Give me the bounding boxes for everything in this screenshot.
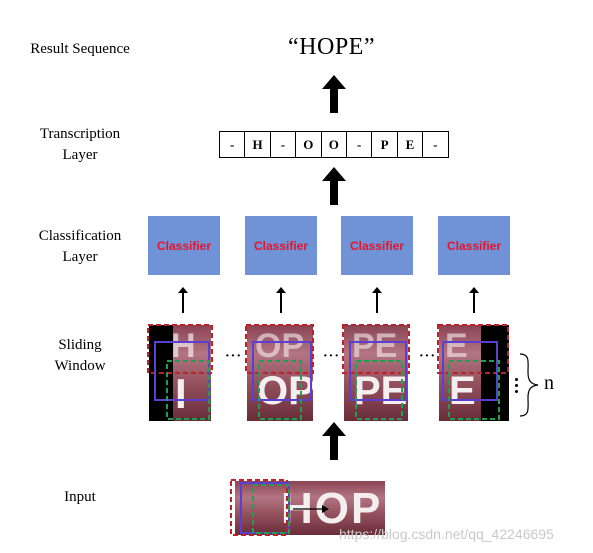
ellipsis: ··· xyxy=(225,349,243,364)
classifier-box: Classifier xyxy=(438,216,510,275)
arrow-up-icon xyxy=(276,287,286,313)
result-sequence-text: “HOPE” xyxy=(288,34,375,60)
label-input: Input xyxy=(64,489,96,505)
sequence-cell: P xyxy=(372,132,398,157)
label-transcription-layer: Transcription Layer xyxy=(39,126,121,163)
sequence-cell: H xyxy=(245,132,271,157)
label-sliding-window: Sliding Window xyxy=(54,337,106,374)
sequence-cell: E xyxy=(398,132,424,157)
label-classification-layer: Classification Layer xyxy=(38,228,122,265)
label-result-sequence: Result Sequence xyxy=(30,41,130,57)
classifier-label: Classifier xyxy=(446,238,502,253)
sequence-cell: - xyxy=(347,132,373,157)
ellipsis: ··· xyxy=(419,349,437,364)
sequence-cell: - xyxy=(433,136,438,152)
sequence-cell: - xyxy=(271,132,297,157)
classifier-box: Classifier xyxy=(148,216,220,275)
ellipsis: ··· xyxy=(323,349,341,364)
arrow-up-icon xyxy=(469,287,479,313)
input-image: HOPE xyxy=(229,477,389,537)
curly-brace-icon xyxy=(519,353,539,417)
input-word-image: HOPE xyxy=(235,481,385,535)
sequence-cell: O xyxy=(322,132,347,157)
arrow-up-icon xyxy=(322,167,346,205)
arrow-up-icon xyxy=(178,287,188,313)
sliding-window-3: PE PE xyxy=(340,323,412,421)
sliding-window-2: OP OP xyxy=(243,323,317,421)
classifier-label: Classifier xyxy=(156,238,212,253)
watermark: https://blog.csdn.net/qq_42246695 xyxy=(339,526,554,542)
window-count-label: n xyxy=(544,372,554,394)
arrow-up-icon xyxy=(372,287,382,313)
vertical-ellipsis xyxy=(515,378,519,393)
sliding-window-1: H I xyxy=(145,323,217,421)
sequence-cell: - xyxy=(220,132,246,157)
sequence-cell: O xyxy=(296,132,322,157)
classifier-box: Classifier xyxy=(341,216,413,275)
classifier-label: Classifier xyxy=(349,238,405,253)
sliding-window-4: E E xyxy=(435,323,513,421)
transcription-sequence: - H - O O - P E - xyxy=(219,131,449,158)
arrow-up-icon xyxy=(322,75,346,113)
classifier-box: Classifier xyxy=(245,216,317,275)
window-patch-image: PE PE xyxy=(344,325,408,421)
classifier-label: Classifier xyxy=(253,238,309,253)
arrow-up-icon xyxy=(322,422,346,460)
